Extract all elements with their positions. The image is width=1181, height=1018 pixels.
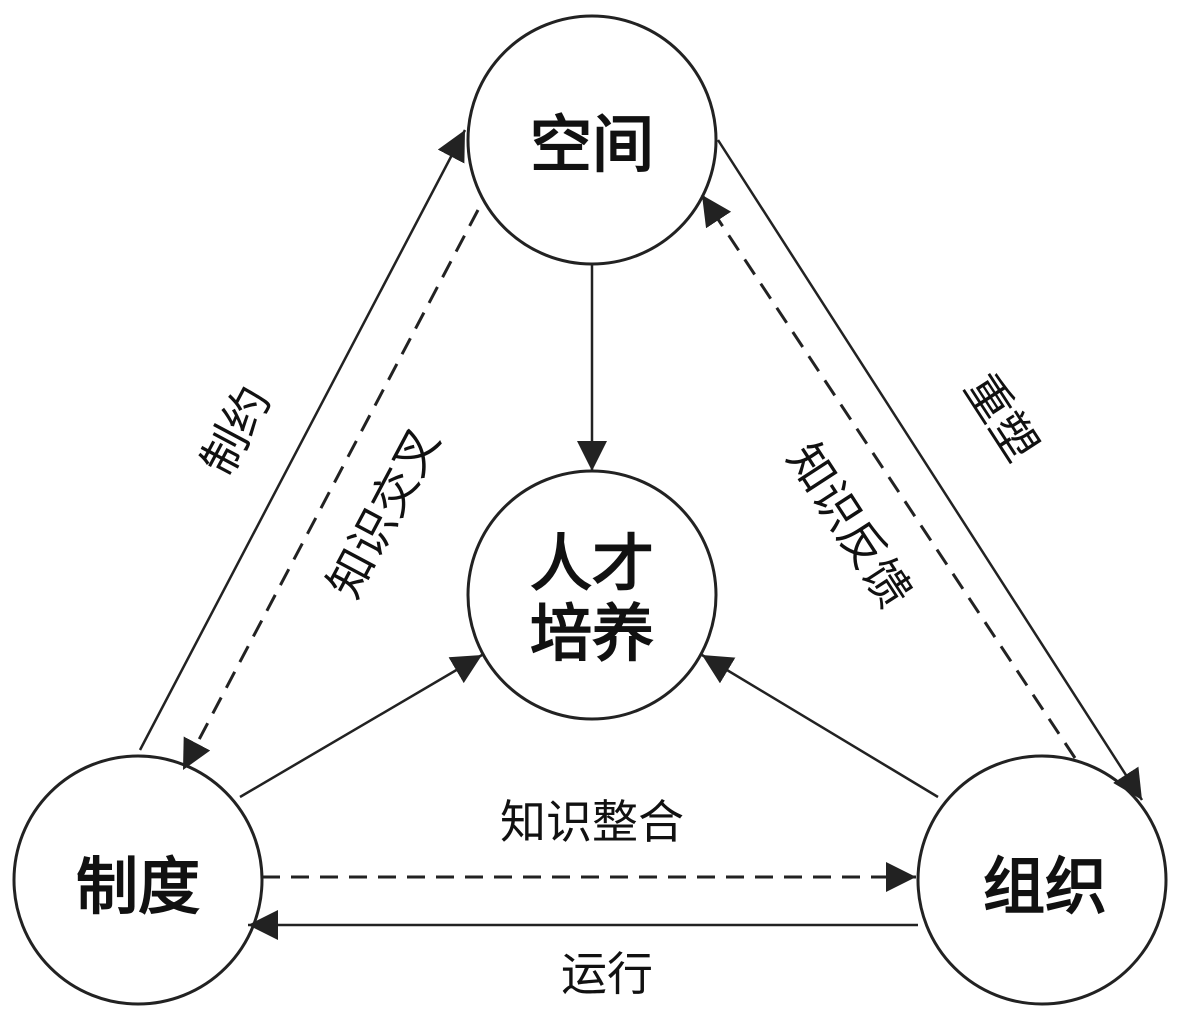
knowledge-crossing-label: 知识交叉 bbox=[317, 419, 451, 607]
knowledge-integration-label: 知识整合 bbox=[500, 795, 684, 849]
organization-node bbox=[916, 754, 1168, 1006]
knowledge-crossing-arrow bbox=[181, 209, 480, 771]
constraint-arrow bbox=[138, 129, 467, 751]
constraint-label: 制约 bbox=[190, 377, 281, 484]
space-label: 空间 bbox=[530, 108, 654, 181]
talent-label-line1: 人才 bbox=[530, 527, 654, 600]
institution-node bbox=[12, 754, 264, 1006]
talent-label-line2: 培养 bbox=[530, 597, 654, 670]
institution-label: 制度 bbox=[76, 850, 200, 923]
knowledge-feedback-label: 知识反馈 bbox=[777, 433, 923, 617]
reshaping-arrow bbox=[716, 139, 1144, 801]
knowledge-feedback-arrow bbox=[700, 194, 1077, 759]
reshaping-label: 重塑 bbox=[954, 364, 1049, 471]
institution-to-talent-arrow bbox=[239, 653, 483, 799]
organization-label: 组织 bbox=[983, 850, 1107, 923]
operation-label: 运行 bbox=[561, 947, 653, 1001]
organization-to-talent-arrow bbox=[701, 653, 939, 799]
